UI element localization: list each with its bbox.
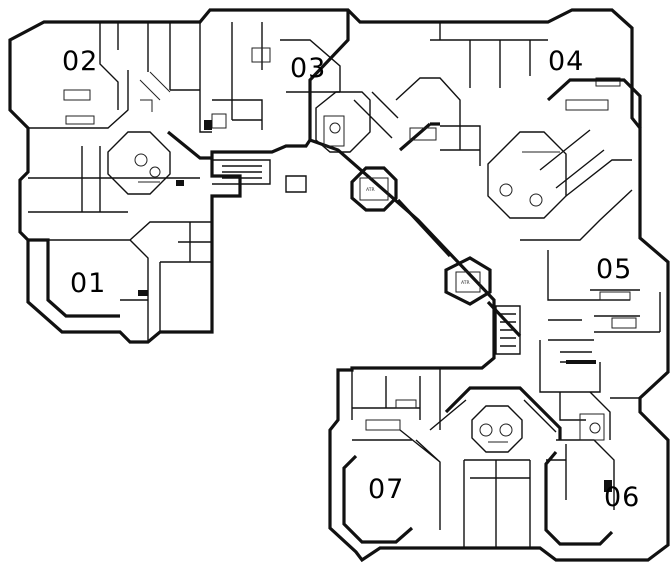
elevator-2-cab: [455, 271, 481, 293]
unit-02-bath-fixtures: [134, 153, 161, 183]
south-core-fixtures: [479, 423, 513, 443]
unit-07-fixtures: [365, 399, 417, 431]
unit-02-interior-walls: [28, 22, 200, 213]
center-corridor-wall: [308, 10, 350, 140]
south-core-bath: [471, 405, 523, 453]
unit-02-bath: [107, 131, 171, 195]
unit-06-fixtures: [579, 413, 605, 441]
unit-04-closets: [539, 129, 632, 197]
elevator-1-cab: [359, 177, 389, 201]
service-wall-solid: [566, 360, 596, 364]
unit-03-column: [204, 120, 212, 130]
unit-06-interior-walls: [546, 391, 640, 510]
unit-03-label: 03: [290, 53, 326, 84]
unit-03-tub: [323, 115, 345, 147]
unit-02-kitchen: [63, 71, 171, 125]
south-core-wall: [444, 386, 562, 440]
unit-04-balcony: [546, 78, 642, 128]
column-c: [604, 480, 612, 492]
storage-west: [285, 175, 307, 193]
unit-07-label: 07: [368, 474, 404, 505]
unit-07-interior-walls: [351, 368, 441, 441]
unit-02-label: 02: [62, 46, 98, 77]
unit-06-balcony: [544, 450, 614, 546]
unit-06-label: 06: [604, 482, 640, 513]
elevator-1-label: ATR: [366, 187, 375, 193]
elevator-2-label: ATR: [461, 280, 470, 286]
elevator-2-shaft: [444, 256, 492, 306]
unit-01-label: 01: [70, 268, 106, 299]
unit-03-interior-walls: [199, 22, 341, 133]
unit-04-bath-fixtures: [499, 151, 560, 207]
unit-05-fixtures: [599, 291, 637, 329]
unit-04-fixtures: [409, 77, 621, 141]
elevator-1-shaft: [350, 166, 398, 212]
unit-03-bath: [315, 91, 399, 153]
corridor-north-wall: [166, 130, 212, 160]
column-a: [176, 180, 184, 186]
column-b: [138, 290, 148, 296]
diagonal-corridor-east-wall: [396, 198, 522, 338]
unit-04-bath: [487, 131, 567, 219]
unit-05-label: 05: [596, 254, 632, 285]
unit-05-interior-walls: [548, 289, 661, 341]
unit-04-interior-walls: [395, 22, 548, 166]
unit-04-label: 04: [548, 46, 584, 77]
unit-07-balcony: [342, 454, 414, 544]
stair-west: [212, 159, 271, 185]
unit-07-rooms: [399, 429, 441, 530]
unit-01-interior-walls: [48, 221, 212, 342]
south-core-rooms: [429, 399, 557, 548]
west-wing-inner-wall: [28, 238, 120, 318]
service-rooms: [539, 340, 601, 393]
